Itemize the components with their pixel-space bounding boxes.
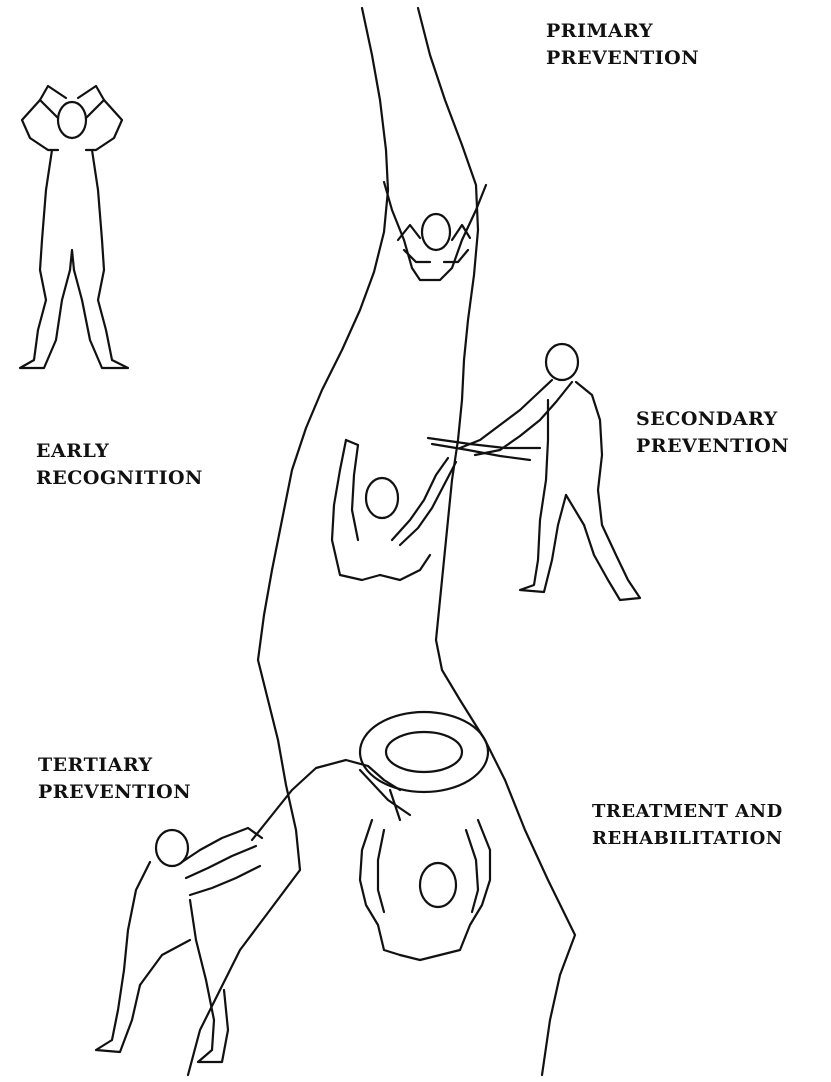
early-recognition-figure [20, 86, 128, 368]
tertiary-prevention-label-line1: TERTIARY [38, 752, 191, 779]
secondary-prevention-label-line1: SECONDARY [636, 406, 789, 433]
tertiary-prevention-label: TERTIARY PREVENTION [38, 752, 191, 806]
primary-prevention-label-line1: PRIMARY [546, 18, 699, 45]
life-ring [360, 712, 488, 820]
secondary-prevention-label: SECONDARY PREVENTION [636, 406, 789, 460]
treatment-rehabilitation-label-line1: TREATMENT AND [592, 798, 783, 825]
primary-prevention-label-line2: PREVENTION [546, 45, 699, 72]
early-recognition-label: EARLY RECOGNITION [36, 438, 203, 492]
river-right-bank [418, 8, 575, 1075]
secondary-rescuer-figure [460, 344, 640, 600]
middle-swimmer-figure [332, 440, 456, 580]
river-left-bank [188, 8, 388, 1075]
tertiary-rope [252, 760, 400, 840]
treatment-swimmer-figure [360, 820, 490, 960]
treatment-rehabilitation-label: TREATMENT AND REHABILITATION [592, 798, 783, 852]
primary-prevention-figure [384, 182, 486, 280]
secondary-prevention-label-line2: PREVENTION [636, 433, 789, 460]
treatment-rehabilitation-label-line2: REHABILITATION [592, 825, 783, 852]
secondary-rescue-stick [428, 438, 540, 460]
early-recognition-label-line1: EARLY [36, 438, 203, 465]
tertiary-rescuer-figure [96, 828, 262, 1062]
tertiary-prevention-label-line2: PREVENTION [38, 779, 191, 806]
early-recognition-label-line2: RECOGNITION [36, 465, 203, 492]
primary-prevention-label: PRIMARY PREVENTION [546, 18, 699, 72]
